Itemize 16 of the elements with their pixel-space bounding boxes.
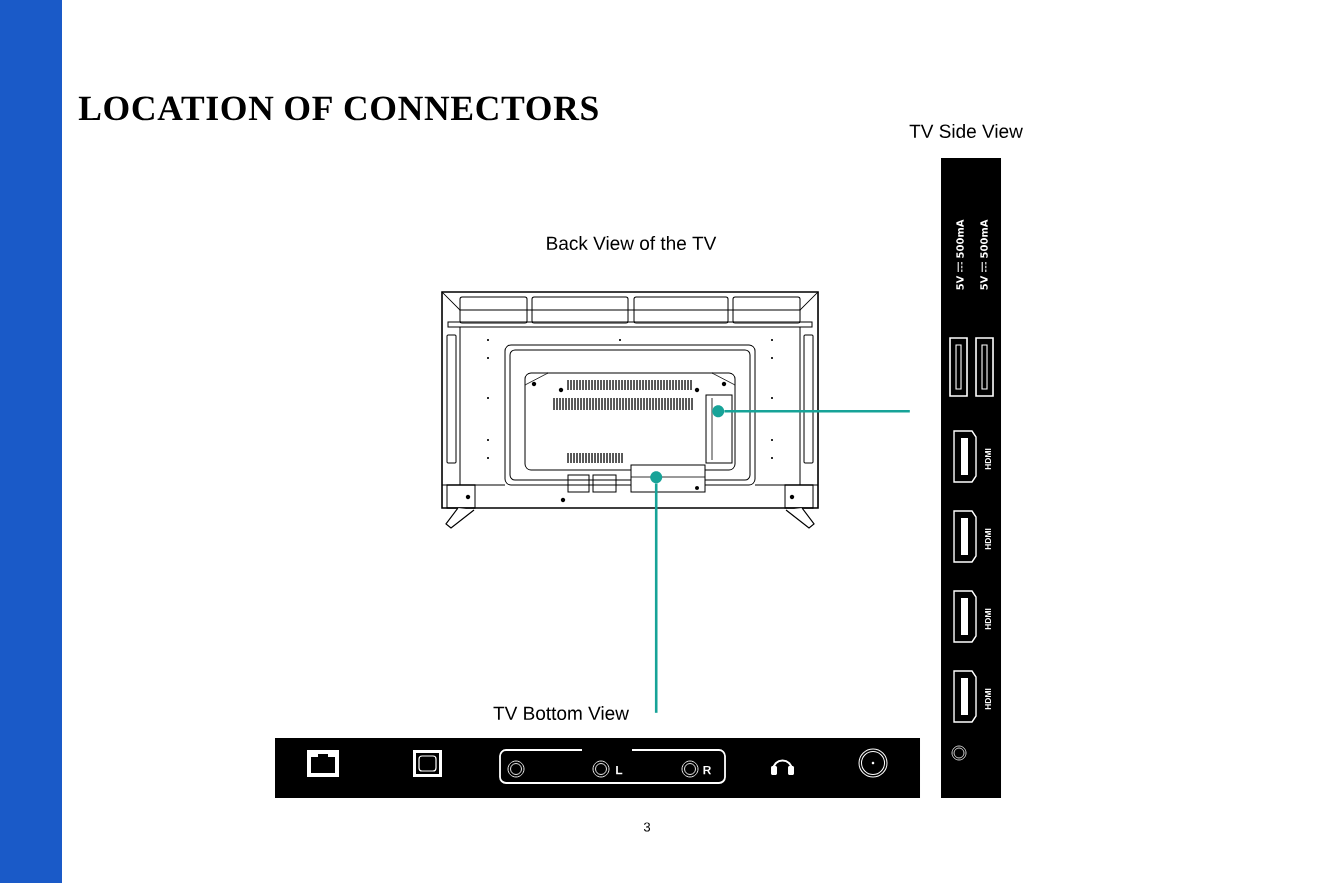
page-number: 3: [643, 822, 651, 832]
view-caption: TV Bottom View: [493, 706, 629, 720]
view-caption: TV Side View: [909, 124, 1023, 138]
port-label: L: [616, 765, 623, 775]
port-label: 500mA: [956, 219, 964, 258]
port-label: HDMI: [985, 688, 991, 710]
port-label: HDMI: [985, 528, 991, 550]
port-label: HDMI: [985, 608, 991, 630]
port-label: R: [703, 765, 712, 775]
port-label: 5V: [956, 275, 964, 290]
view-caption: Back View of the TV: [547, 236, 717, 250]
sidebar-band: [0, 0, 62, 883]
port-label: 500mA: [980, 219, 988, 258]
port-label: HDMI: [985, 448, 991, 470]
port-label: 5V: [980, 275, 988, 290]
page-title: LOCATION OF CONNECTORS: [78, 96, 598, 121]
